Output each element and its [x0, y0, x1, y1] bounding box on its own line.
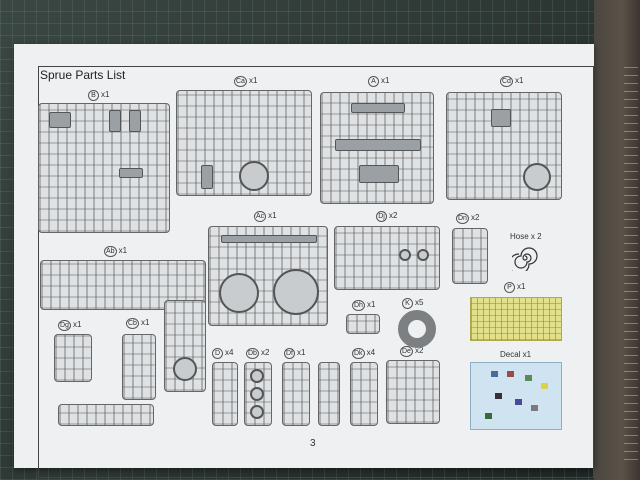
sprue-ab-arm [164, 300, 206, 392]
sprue-b [38, 103, 170, 233]
decal-mark [485, 413, 492, 419]
page-number: 3 [310, 438, 316, 449]
sprue-part [239, 161, 269, 191]
decal-mark [531, 405, 538, 411]
sprue-ac [208, 226, 328, 326]
decal-mark [495, 393, 502, 399]
sprue-ca [176, 90, 312, 196]
sprue-part [399, 249, 411, 261]
decal-mark [515, 399, 522, 405]
sprue-part [119, 168, 143, 178]
sprue-part [250, 369, 264, 383]
sprue-part [221, 235, 317, 243]
sprue-dg [54, 334, 92, 382]
sprue-db [244, 362, 272, 426]
sprue-dh [346, 314, 380, 334]
decal-sheet [470, 362, 562, 430]
sprue-a [320, 92, 434, 204]
sprue-df [282, 362, 310, 426]
sprue-cd [446, 92, 562, 200]
decal-mark [541, 383, 548, 389]
sprue-part [359, 165, 399, 183]
sprue-de [386, 360, 440, 424]
sprue-part [129, 110, 141, 132]
sprue-ab [40, 260, 206, 310]
sprue-part [201, 165, 213, 189]
sprue-part [523, 163, 551, 191]
sprue-dn [452, 228, 488, 284]
mat-ruler [624, 60, 638, 460]
sprue-cb-base [58, 404, 154, 426]
sprue-faint [318, 362, 340, 426]
sprue-part [250, 405, 264, 419]
sprue-dj [334, 226, 440, 290]
sprue-dk [350, 362, 378, 426]
sprue-part [417, 249, 429, 261]
hose-coil-icon [512, 247, 538, 271]
decal-mark [491, 371, 498, 377]
mat-edge [594, 0, 640, 480]
photo-etch-fret-p [470, 297, 562, 341]
sprue-part [219, 273, 259, 313]
sprue-part [49, 112, 71, 128]
hose-label: Hose x 2 [510, 232, 542, 241]
sprue-part [335, 139, 421, 151]
sheet-frame [38, 66, 594, 478]
sprue-part [491, 109, 511, 127]
sprue-part [273, 269, 319, 315]
page-title: Sprue Parts List [40, 68, 126, 82]
sprue-part [250, 387, 264, 401]
sprue-part [351, 103, 405, 113]
sprue-part [109, 110, 121, 132]
decal-mark [507, 371, 514, 377]
decal-label: Decal x1 [500, 350, 532, 359]
sprue-part [173, 357, 197, 381]
decal-mark [525, 375, 532, 381]
sprue-d [212, 362, 238, 426]
sprue-cb [122, 334, 156, 400]
washer-part-k [398, 310, 436, 348]
